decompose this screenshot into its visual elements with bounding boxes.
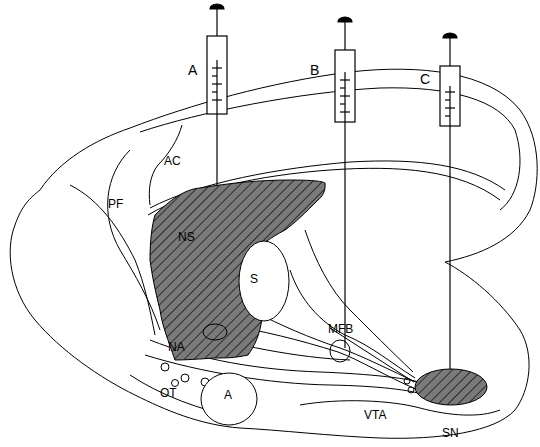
region-name: PF: [108, 197, 123, 211]
substantia-nigra-region: SN: [414, 368, 488, 444]
region-name: NA: [168, 340, 185, 354]
region-label: SN: [442, 426, 459, 440]
syringe-letter: B: [310, 63, 319, 77]
region-name: OT: [160, 386, 177, 400]
region-label: A: [224, 388, 232, 402]
syringe-letter: C: [420, 72, 430, 86]
region-label: S: [250, 272, 258, 286]
amygdala-circle: A: [200, 372, 258, 426]
fibre-pathway: [330, 328, 414, 382]
region-name: AC: [164, 154, 181, 168]
region-name: VTA: [364, 408, 386, 422]
septum-oval: S: [238, 240, 290, 322]
region-label: NS: [178, 230, 195, 244]
fibre-line: [330, 328, 414, 382]
region-outline: [238, 240, 290, 322]
syringe-letter: A: [188, 63, 197, 77]
